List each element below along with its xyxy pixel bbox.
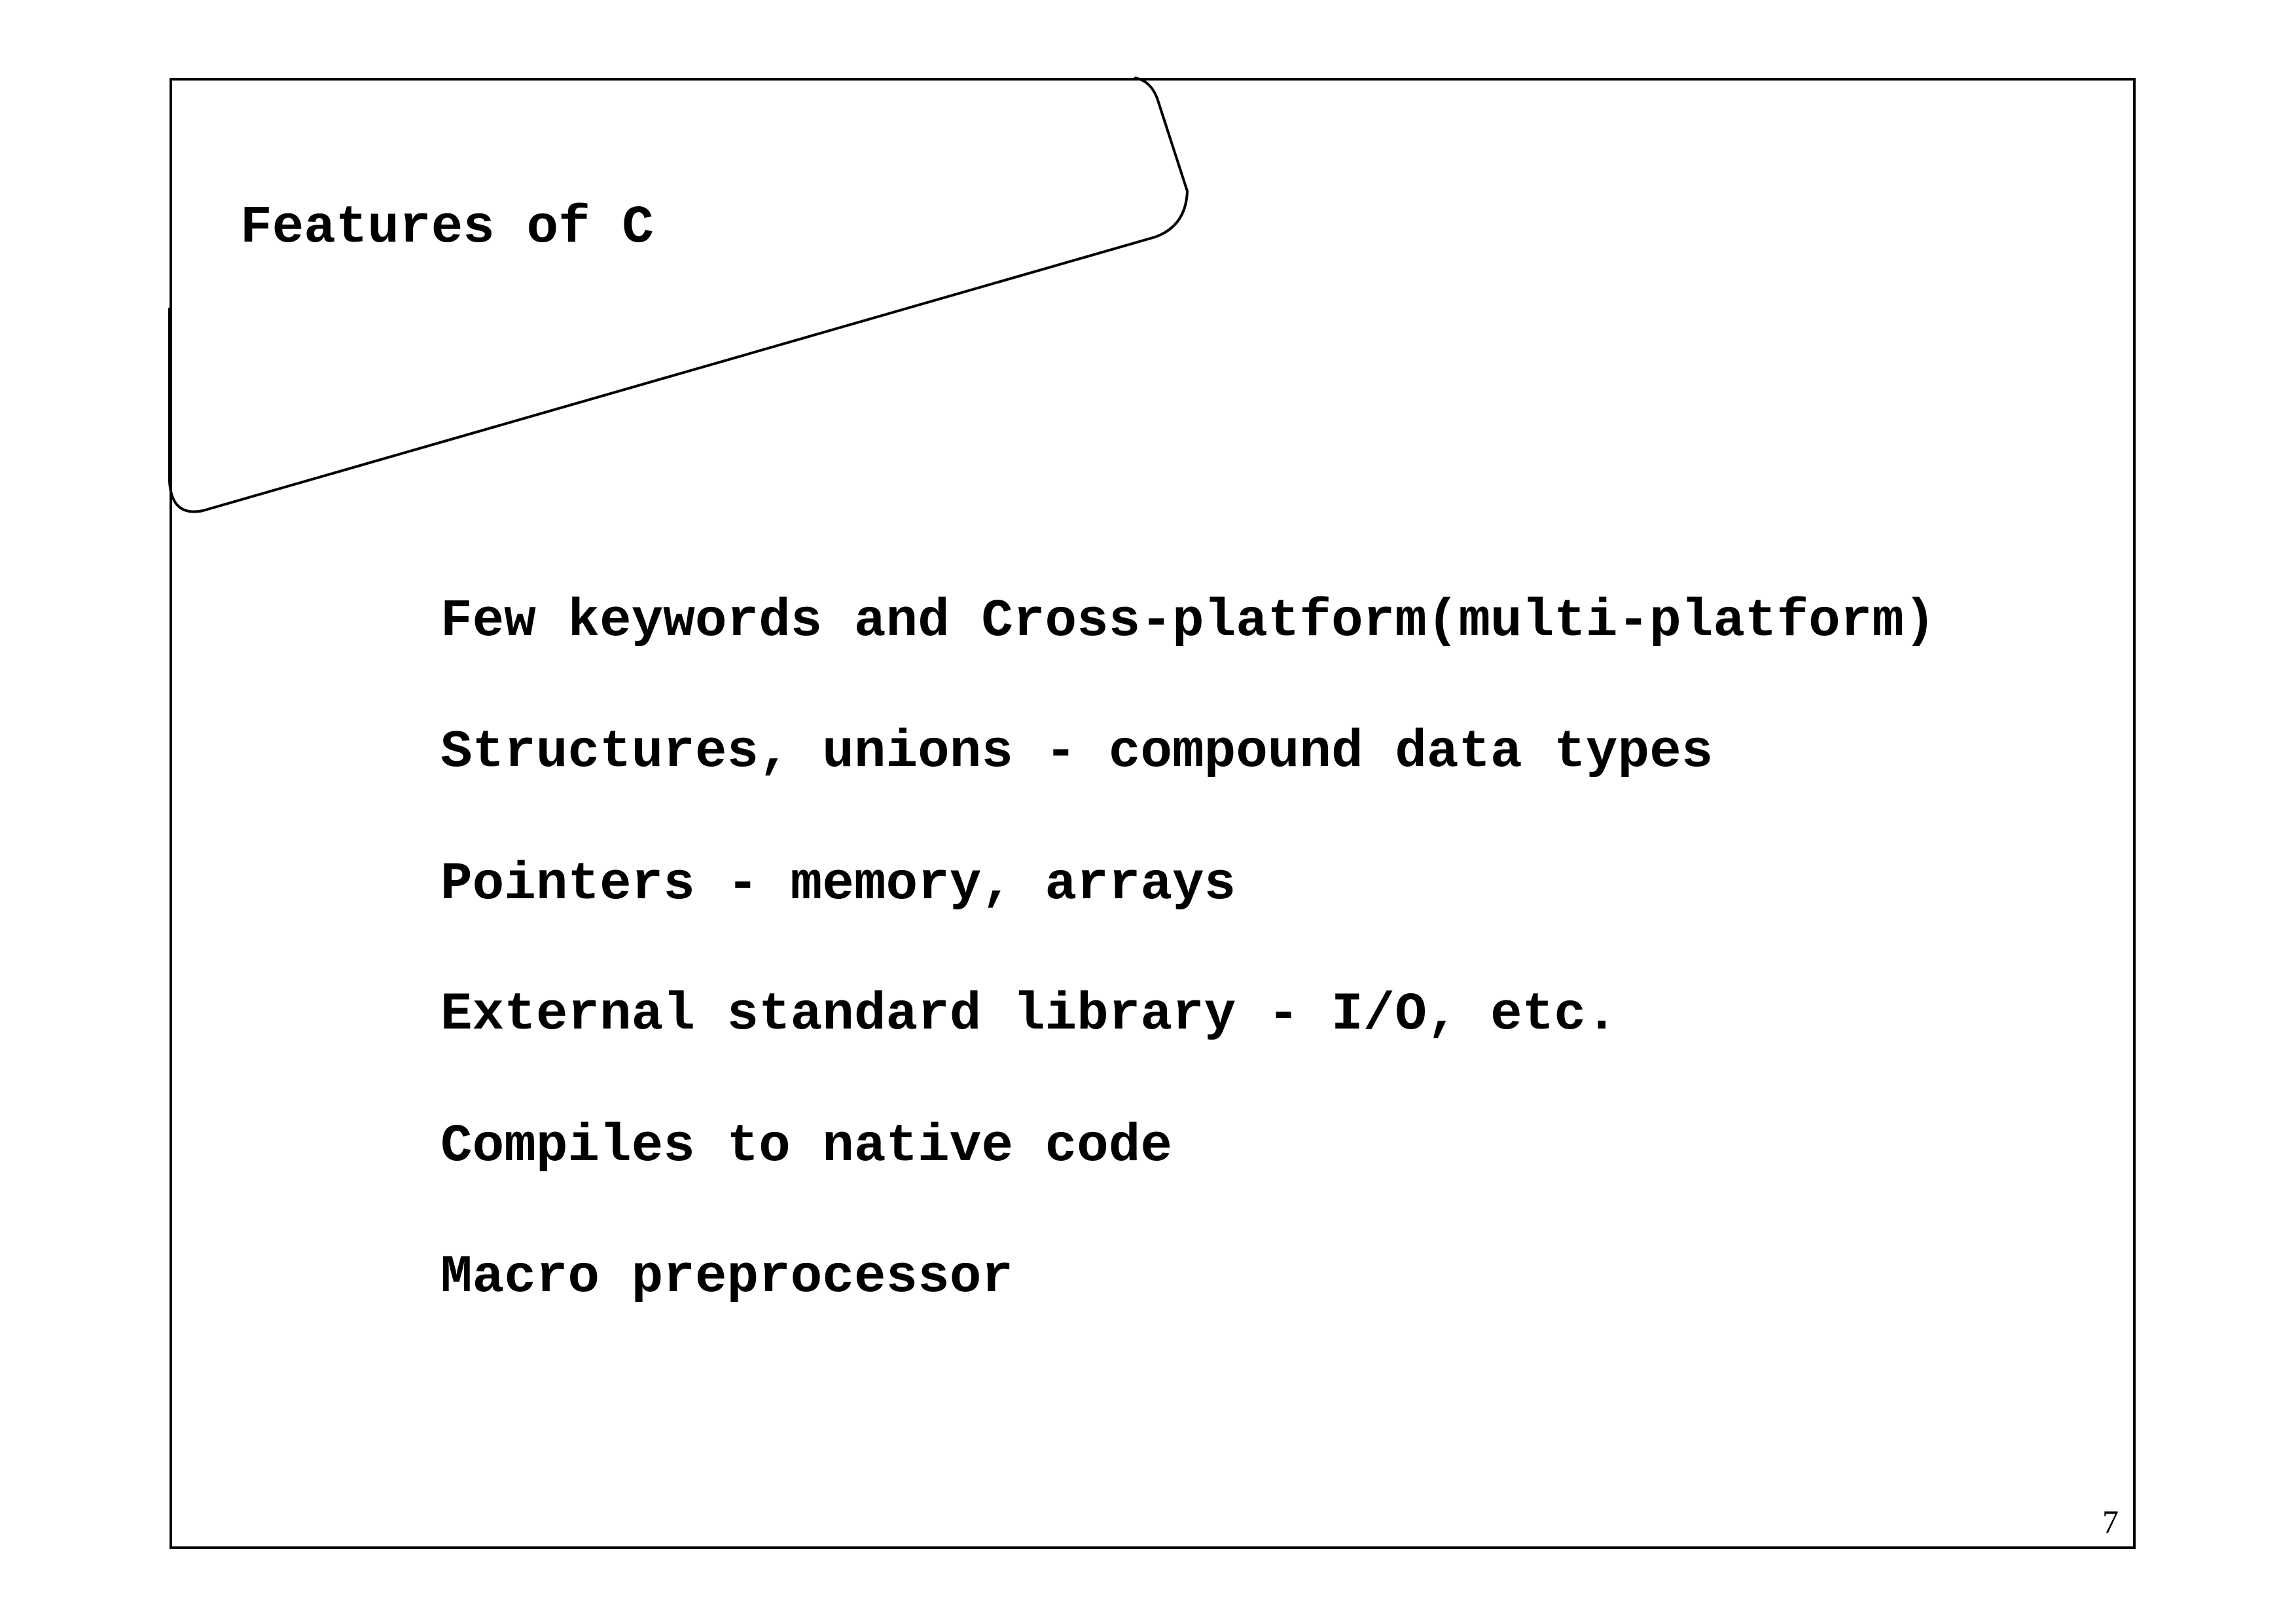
bullet-item: Pointers - memory, arrays bbox=[440, 855, 1236, 915]
slide-frame bbox=[170, 78, 2136, 1549]
bullet-item: Compiles to native code bbox=[440, 1117, 1172, 1176]
page-number: 7 bbox=[2102, 1503, 2119, 1540]
slide-title: Features of C bbox=[240, 198, 654, 258]
bullet-item: Few keywords and Cross-platform(multi-pl… bbox=[440, 592, 1936, 651]
bullet-item: External standard library - I/O, etc. bbox=[440, 985, 1618, 1045]
bullet-item: Structures, unions - compound data types bbox=[440, 723, 1713, 782]
bullet-item: Macro preprocessor bbox=[440, 1248, 1013, 1307]
